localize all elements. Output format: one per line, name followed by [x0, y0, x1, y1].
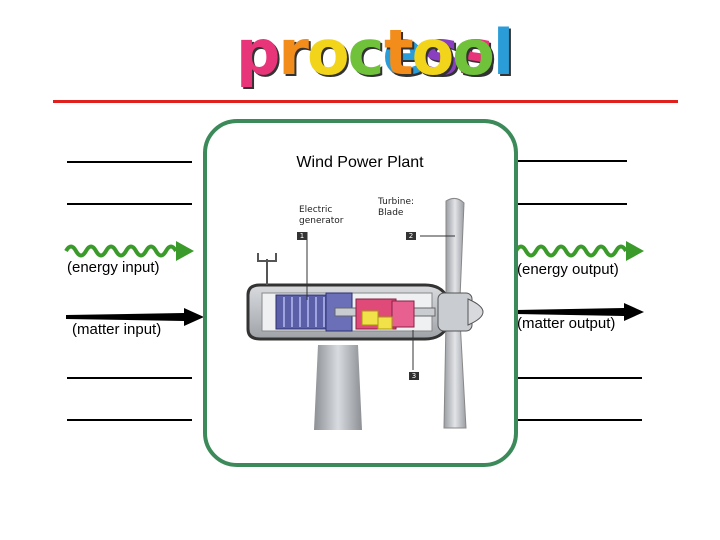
blank-line-right-1 — [517, 160, 627, 162]
title-letter: t — [384, 16, 414, 89]
blank-line-right-2 — [517, 203, 627, 205]
blank-line-right-4 — [517, 419, 642, 421]
blank-line-left-1 — [67, 161, 192, 163]
wind-turbine-illustration — [246, 197, 484, 430]
title-letter: o — [411, 16, 455, 89]
callout-blade-line2: Blade — [378, 208, 404, 218]
callout-marker-1: 1 — [297, 232, 307, 240]
matter-output-label: (matter output) — [517, 315, 616, 332]
callout-marker-3: 3 — [409, 372, 419, 380]
title-rule — [53, 100, 678, 103]
panel-title: Wind Power Plant — [296, 154, 424, 171]
energy-input-wave-arrow — [64, 241, 194, 261]
callout-generator-line2: generator — [299, 216, 344, 226]
title-letter: s — [457, 16, 494, 89]
callout-electric-generator: Electric generator — [299, 205, 343, 227]
title-word-process: process — [236, 22, 494, 84]
callout-blade-line1: Turbine: — [378, 197, 415, 207]
energy-output-label: (energy output) — [517, 261, 619, 278]
title-letter: r — [278, 16, 309, 89]
title-letter: c — [347, 16, 385, 89]
title-letter: s — [422, 16, 459, 89]
blank-line-left-2 — [67, 203, 192, 205]
blank-line-left-3 — [67, 377, 192, 379]
title-word-tool: tool — [384, 22, 514, 84]
blank-line-right-3 — [517, 377, 642, 379]
title-letter: e — [382, 16, 424, 89]
title-letter: l — [492, 16, 514, 89]
matter-input-label: (matter input) — [72, 321, 162, 338]
title-letter: o — [306, 16, 350, 89]
callout-turbine-blade: Turbine: Blade — [378, 197, 414, 219]
blank-line-left-4 — [67, 419, 192, 421]
matter-output-arrow — [516, 303, 644, 321]
callout-generator-line1: Electric — [299, 205, 333, 215]
energy-input-label: (energy input) — [67, 259, 160, 276]
callout-marker-2: 2 — [406, 232, 416, 240]
title-letter: o — [452, 16, 495, 89]
energy-output-wave-arrow — [514, 241, 644, 261]
title-letter: p — [236, 16, 280, 89]
matter-input-arrow — [66, 308, 204, 326]
